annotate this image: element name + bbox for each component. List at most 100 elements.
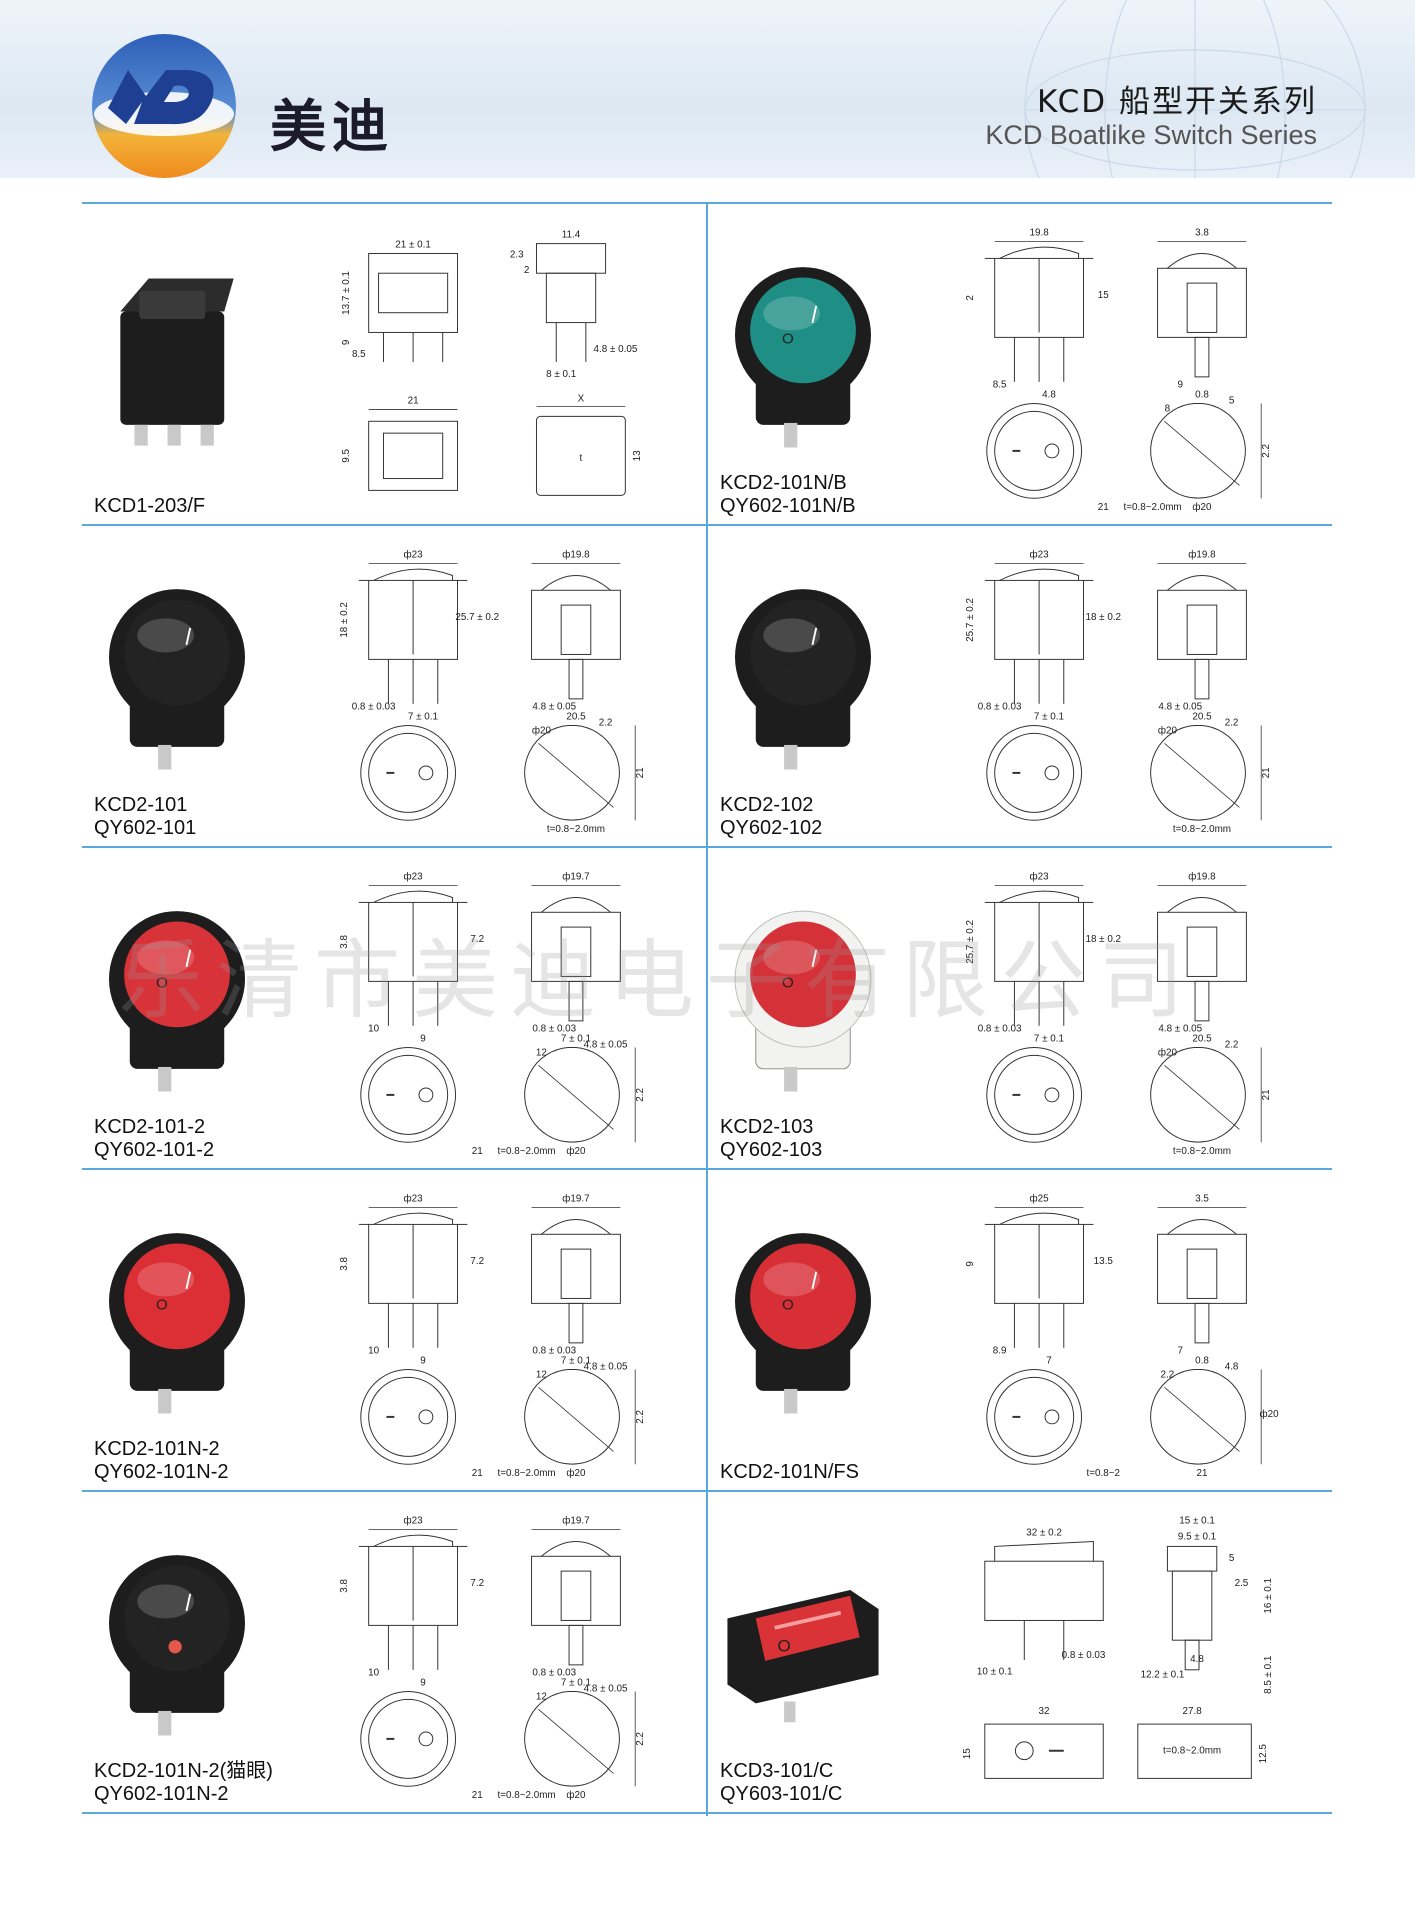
dimension-label: 5 [1229,396,1235,407]
dimension-label: t=0.8~2.0mm [1173,824,1231,835]
dimension-label: 9 [965,1261,976,1267]
model-number: KCD2-101N/FS [720,1461,859,1484]
dimension-label: 8 ± 0.1 [546,369,576,380]
dimension-label: 5 [1229,1553,1235,1564]
dimension-label: ф23 [1030,872,1050,883]
dimension-label: ф19.7 [562,872,589,883]
dimension-label: 7 ± 0.1 [561,1034,591,1045]
dimension-label: 7.2 [470,934,484,945]
dimension-label: 12 [536,1369,547,1380]
dimension-label: 9 [420,1356,426,1367]
dimension-label: 9 [341,339,352,345]
model-number-line: KCD3-101/C [720,1760,834,1782]
dimension-label: 9 [420,1034,426,1045]
dimension-drawing [358,885,636,1143]
dimension-label: ф20 [1192,502,1212,513]
globe-graphic [1024,0,1366,178]
model-number-line: KCD2-101N-2(猫眼) [94,1760,273,1782]
model-number-line: KCD2-103 [720,1116,814,1138]
dimension-label: ф20 [566,1790,586,1801]
dimension-label: 4.8 ± 0.05 [532,702,576,713]
dimension-label: t=0.8~2.0mm [1173,1146,1231,1157]
dimension-label: 2.2 [635,1410,646,1424]
dimension-label: 21 [472,1468,483,1479]
dimension-label: t=0.8~2 [1087,1468,1120,1479]
dimension-label: 2.3 [510,249,524,260]
model-number-line: KCD2-101-2 [94,1116,206,1138]
product-photo: O [734,910,872,1092]
model-number-line: QY602-101N-2 [94,1783,229,1805]
dimension-label: 10 [368,1668,379,1679]
dimension-label: 25.7 ± 0.2 [965,598,976,642]
dimension-label: 4.8 ± 0.05 [1158,1024,1202,1035]
dimension-label: 2.2 [599,718,613,729]
dimension-label: ф19.8 [1188,550,1216,561]
dimension-label: 7 ± 0.1 [561,1678,591,1689]
dimension-label: 13 [632,450,643,461]
dimension-label: 0.8 ± 0.03 [978,702,1022,713]
model-number-line: QY602-102 [720,817,823,839]
dimension-drawing [984,885,1262,1143]
dimension-label: 2.2 [1161,1369,1175,1380]
dimension-label: 7 [1178,1346,1183,1357]
model-number-line: QY603-101/C [720,1783,843,1805]
switch-photo: O [109,911,245,1092]
dimension-label: 4.8 ± 0.05 [1158,702,1202,713]
dimension-label: 7 ± 0.1 [1034,712,1064,723]
dimension-label: 16 ± 0.1 [1263,1578,1274,1614]
dimension-label: ф23 [1030,550,1050,561]
dimension-label: 21 [1098,502,1109,513]
dimension-label: ф23 [404,1516,424,1527]
dimension-label: ф20 [1158,725,1178,736]
dimension-label: 21 [1261,1089,1272,1100]
dimension-label: t=0.8~2.0mm [498,1468,556,1479]
dimension-label: 21 [408,396,419,407]
dimension-label: 8.9 [993,1346,1007,1357]
dimension-label: 18 ± 0.2 [1085,934,1121,945]
dimension-label: 21 [1261,767,1272,778]
dimension-label: ф20 [566,1468,586,1479]
switch-photo [120,278,234,446]
dimension-label: 21 ± 0.1 [395,240,431,251]
column-divider [706,204,708,1816]
dimension-label: 0.8 ± 0.03 [978,1024,1022,1035]
dimension-label: 13.5 [1094,1256,1114,1267]
model-number-line: QY602-101 [94,817,197,839]
dimension-label: 11.4 [562,230,581,241]
dimension-label: 4.8 ± 0.05 [584,1040,628,1051]
dimension-label: 0.8 [1195,1356,1209,1367]
switch-photo: O [734,910,872,1092]
model-number-line: KCD2-101N/B [720,472,847,494]
dimension-label: 20.5 [1192,1034,1212,1045]
dimension-label: 3.8 [1195,228,1209,239]
dimension-label: ф19.7 [562,1194,589,1205]
switch-symbol-off: O [156,975,168,992]
model-number: KCD1-203/F [94,495,205,518]
dimension-label: 7.2 [470,1256,484,1267]
dimension-label: ф23 [404,1194,424,1205]
dimension-label: t [580,453,583,464]
dimension-label: ф20 [566,1146,586,1157]
dimension-label: 10 [368,1346,379,1357]
dimension-label: 7 ± 0.1 [408,712,438,723]
series-title-cn: KCD 船型开关系列 [1036,84,1317,120]
switch-photo: O [735,267,871,448]
dimension-label: 20.5 [566,712,586,723]
switch-symbol-off: O [777,1636,790,1655]
dimension-label: 12.2 ± 0.1 [1141,1670,1185,1681]
